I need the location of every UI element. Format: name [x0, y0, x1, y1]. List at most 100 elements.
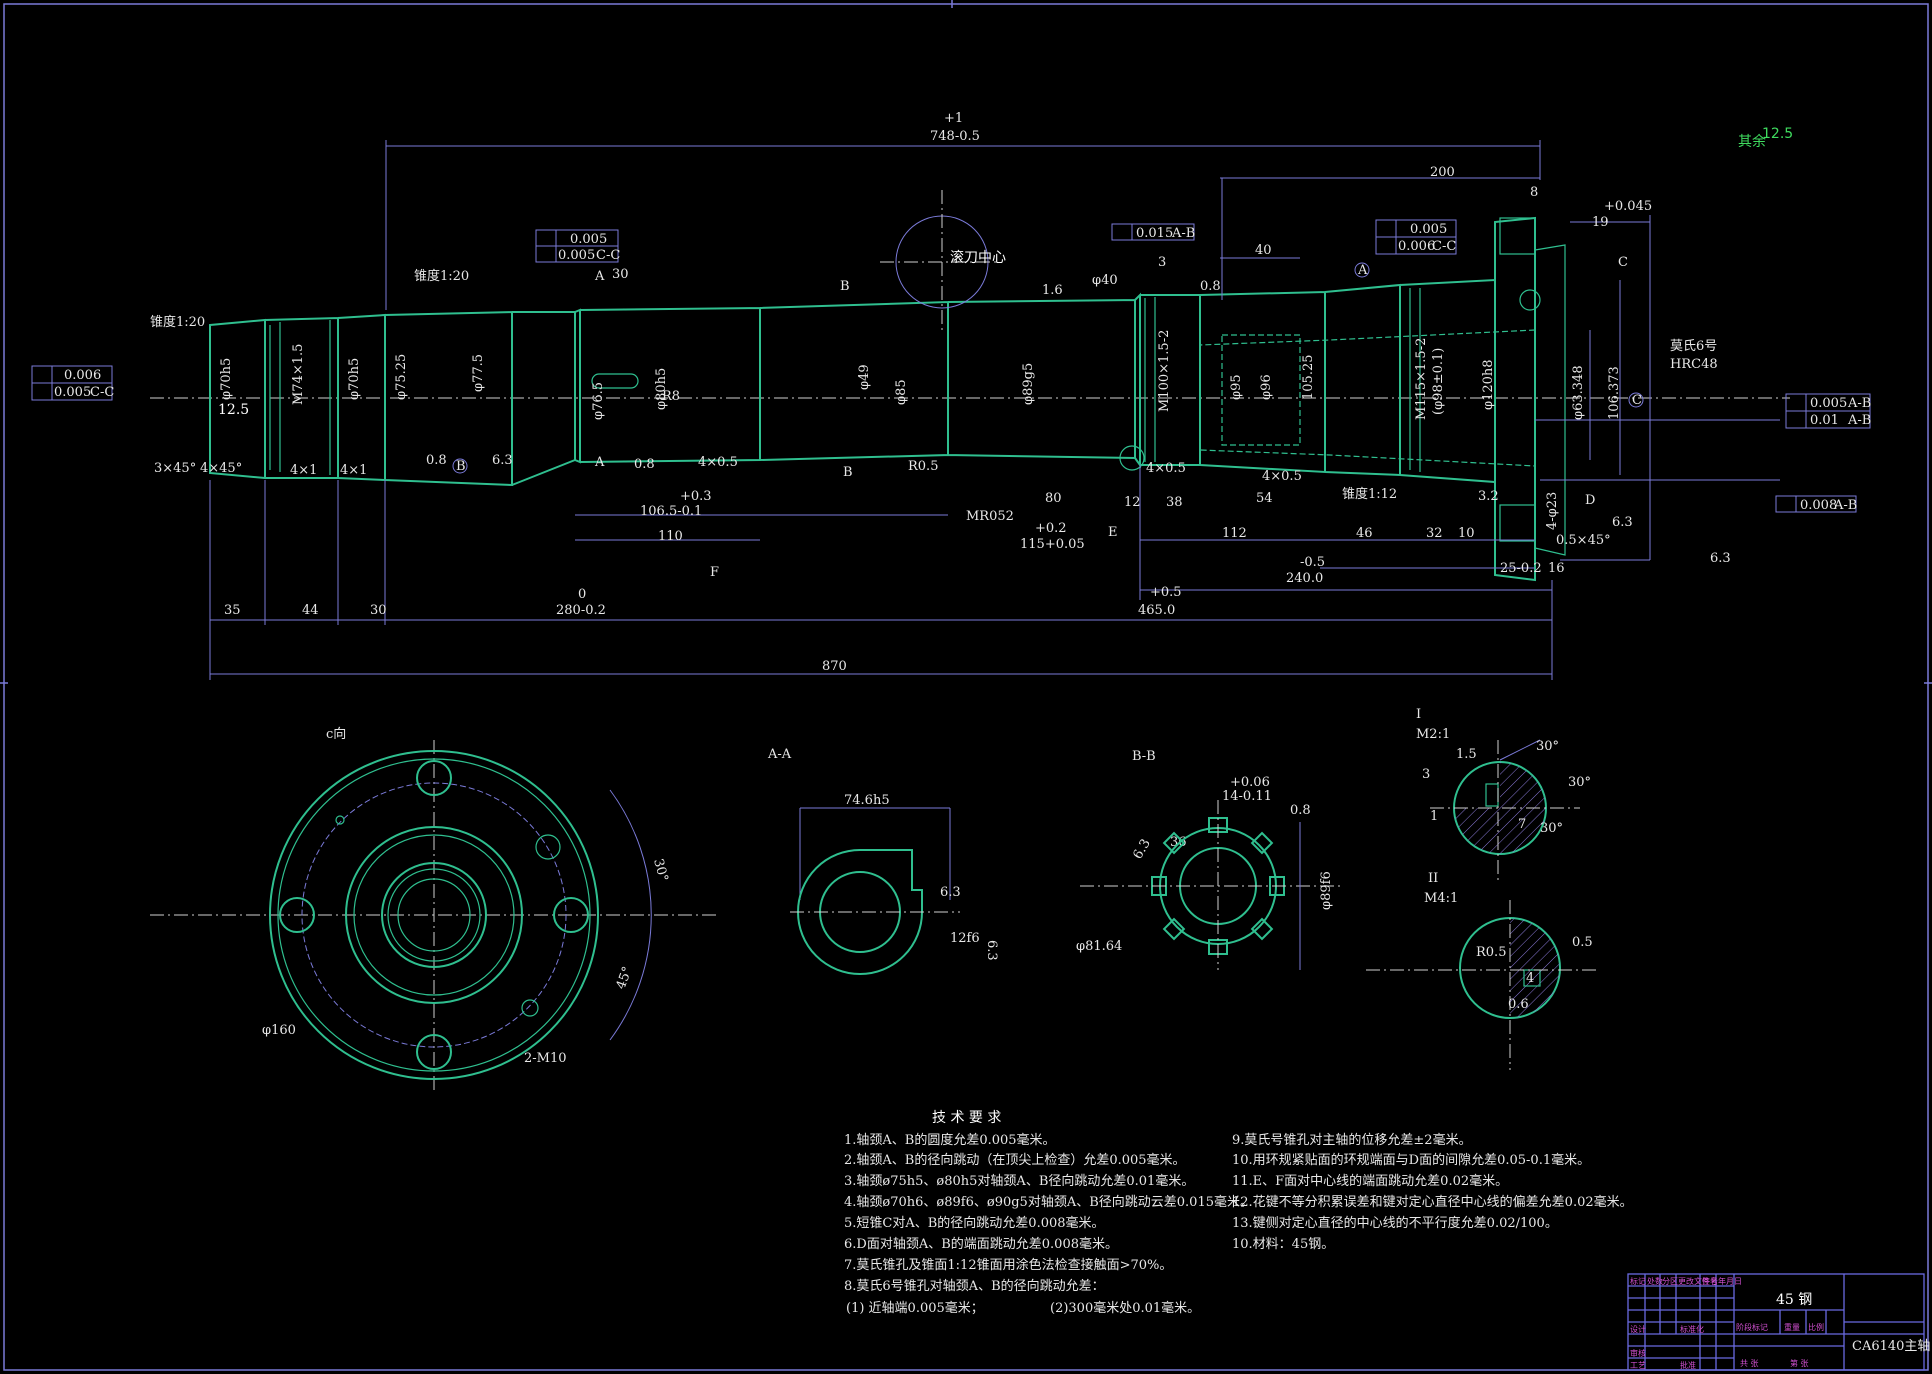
tech-right-3: 11.E、F面对中心线的端面跳动允差0.02毫米。 [1232, 1173, 1508, 1189]
tb-scale: 比例 [1808, 1322, 1824, 1332]
detail-II-4: 0.6 [1508, 997, 1529, 1012]
rough-6-3-b: 6.3 [1612, 515, 1633, 530]
roughness-other-label: 其余 [1738, 133, 1766, 150]
dimension-lines [209, 140, 1780, 680]
rough-6-3-c: 6.3 [1710, 551, 1731, 566]
tech-right-4: 12.花键不等分积累误差和键对定心直径中心线的偏差允差0.02毫米。 [1232, 1194, 1633, 1210]
label-D: D [1585, 493, 1595, 508]
chamfer-4x0.5-b: 4×0.5 [1146, 461, 1186, 476]
title-block: 标记 处数 分区 更改文件号 签名 年月日 设计 标准化 审核 工艺 批准 45… [1627, 1273, 1930, 1371]
detail-I-2: 30° [1536, 739, 1559, 754]
len-465: 465.0 [1138, 603, 1175, 618]
len-54: 54 [1256, 491, 1273, 506]
thread-M115: M115×1.5-2 [1414, 338, 1429, 420]
rough-1-6: 1.6 [1042, 283, 1063, 298]
bb-dia-81: φ81.64 [1076, 939, 1122, 954]
tb-standard: 标准化 [1680, 1324, 1704, 1334]
section-B-top: B [840, 279, 850, 294]
tech-right-6: 10.材料：45钢。 [1232, 1237, 1334, 1252]
tol-top-1: 0.005 [570, 232, 607, 247]
section-A-top: A [594, 269, 605, 284]
tech-right-5: 13.键侧对定心直径的中心线的不平行度允差0.02/100。 [1232, 1215, 1558, 1231]
section-bb: B-B +0.06 14-0.11 0.8 36 6.3 φ81.64 φ89f… [1076, 749, 1340, 970]
tol-left-2-ref: C-C [90, 385, 114, 400]
top-tolerance: +1 [944, 111, 963, 126]
taper-left-2: 锥度1:20 [414, 268, 469, 284]
tech-right-2: 10.用环规紧贴面的环规端面与D面的间隙允差0.05-0.1毫米。 [1232, 1152, 1590, 1168]
tb-mark: 标记 [1630, 1276, 1646, 1286]
dia-98: (φ98±0.1) [1431, 348, 1446, 415]
len-30: 30 [370, 603, 387, 618]
tech-left-8: 8.莫氏6号锥孔对轴颈A、B的径向跳动允差： [844, 1278, 1105, 1294]
len-30b: 30 [612, 267, 629, 282]
len-40: 40 [1255, 243, 1272, 258]
len-16: 16 [1548, 561, 1565, 576]
morse-label: 莫氏6号 [1670, 339, 1717, 354]
bb-r: 0.8 [1290, 803, 1311, 818]
dim-106: 106.373 [1607, 366, 1622, 420]
label-F: F [710, 565, 719, 580]
tech-left-4: 4.轴颈ø70h6、ø89f6、ø90g5对轴颈A、B径向跳动云差0.015毫米… [844, 1194, 1253, 1210]
tech-left-1: 1.轴颈A、B的圆度允差0.005毫米。 [844, 1132, 1056, 1148]
chamfer-0.5x45: 0.5×45° [1556, 533, 1611, 548]
datum-C: C [1632, 393, 1642, 408]
len-25: 25-0.2 [1500, 561, 1542, 576]
section-A-bottom: A [594, 455, 605, 470]
tol-left-2: 0.005 [54, 385, 91, 400]
len-870: 870 [822, 659, 847, 674]
aa-key-2: 12f6 [950, 931, 980, 946]
radius-R0.5: R0.5 [908, 459, 938, 474]
detail-II-scale: M4:1 [1424, 891, 1458, 906]
c-view-title: c向 [326, 726, 346, 742]
dia-75: φ75.25 [394, 354, 409, 400]
tol-far-3: 0.008 [1800, 498, 1837, 513]
tol-right-1: 0.005 [1410, 222, 1447, 237]
c-angle-45: 45° [614, 965, 636, 992]
tol-right-2: 0.006 [1398, 239, 1435, 254]
section-B-bottom: B [843, 465, 853, 480]
aa-key-1: 6.3 [940, 885, 961, 900]
len-240: 240.0 [1286, 571, 1323, 586]
label-E: E [1108, 525, 1118, 540]
c-m10: 2-M10 [524, 1051, 567, 1066]
dia-85: φ85 [894, 379, 909, 405]
tol-far-1: 0.005 [1810, 396, 1847, 411]
rough-12-5: 12.5 [218, 402, 249, 418]
bb-surface: 6.3 [1130, 837, 1153, 862]
detail-II-2: 0.5 [1572, 935, 1593, 950]
tech-sub-1: (1) 近轴端0.005毫米； [846, 1300, 984, 1316]
dia-80h5: φ80h5 [654, 368, 669, 410]
tb-sheet2: 第 张 [1790, 1358, 1809, 1368]
dia-M74: M74×1.5 [291, 344, 306, 405]
chamfer-4x1-a: 4×1 [290, 463, 317, 478]
detail-I-1: 1.5 [1456, 747, 1477, 762]
taper-right: 锥度1:12 [1342, 486, 1397, 502]
dia-70h5-b: φ70h5 [219, 358, 234, 400]
chamfer-4x1-b: 4×1 [340, 463, 367, 478]
tb-sign: 签名 [1702, 1276, 1718, 1286]
radius-R8: R8 [662, 389, 680, 404]
dia-105: 105.25 [1301, 355, 1316, 401]
tech-right-1: 9.莫氏号锥孔对主轴的位移允差±2毫米。 [1232, 1132, 1472, 1148]
len-46: 46 [1356, 526, 1373, 541]
tech-heading: 技 术 要 求 [932, 1110, 1001, 1126]
thread-M100: M100×1.5-2 [1157, 330, 1172, 412]
tol-far-2: 0.01 [1810, 413, 1839, 428]
datum-A: A [1357, 263, 1368, 278]
detail-II-1: R0.5 [1476, 945, 1506, 960]
dia-40: φ40 [1092, 273, 1118, 288]
len-35: 35 [224, 603, 241, 618]
dia-120h8: φ120h8 [1481, 359, 1496, 410]
rough-6-3-a: 6.3 [492, 453, 513, 468]
dia-70h5-a: φ70h5 [347, 358, 362, 400]
len-8: 8 [1530, 185, 1538, 200]
detail-I-3: 3 [1422, 767, 1430, 782]
tol-mid-1-ref: A-B [1171, 226, 1195, 241]
len-106-tol: +0.3 [680, 489, 712, 504]
holes-4-d23: 4-φ23 [1545, 492, 1560, 530]
detail-I-4: 1 [1430, 809, 1438, 824]
tb-part-name: CA6140主轴 [1852, 1339, 1930, 1354]
len-0: 0 [578, 587, 586, 602]
c-dia-160: φ160 [262, 1023, 296, 1038]
